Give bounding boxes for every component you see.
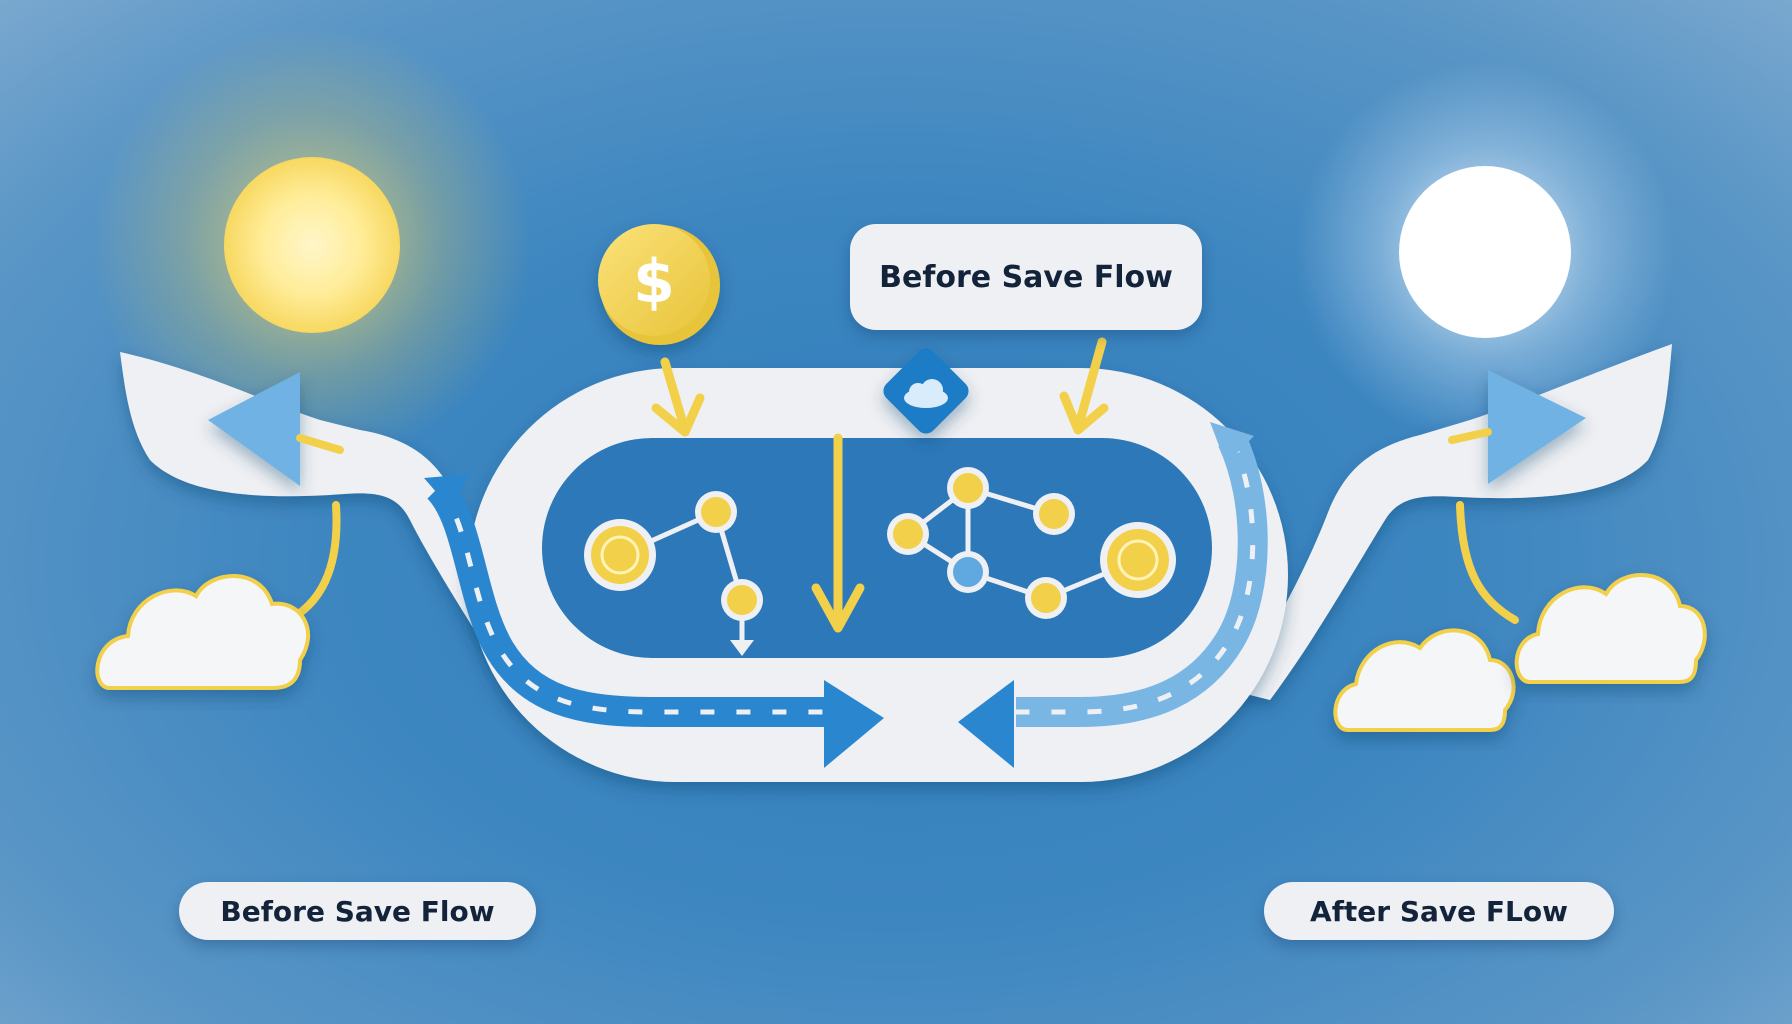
right-node-network — [887, 467, 1176, 619]
arrow-down-icon — [1059, 337, 1109, 435]
cloud-icon — [95, 574, 311, 690]
arrow-down-icon — [811, 433, 865, 633]
white-sun-icon — [1399, 166, 1571, 338]
warm-sun-icon — [224, 157, 400, 333]
coin-node-icon — [1033, 493, 1075, 535]
cloud-diamond-icon — [883, 348, 969, 434]
right-connector — [1448, 428, 1492, 444]
coin-node-icon — [1100, 522, 1176, 598]
right-play-icon — [1488, 370, 1586, 484]
before-save-flow-top-label: Before Save Flow — [850, 224, 1202, 330]
blue-flow-arrow-left — [424, 474, 884, 768]
cloud-icon — [1333, 628, 1516, 732]
dollar-coin-icon: $ — [598, 224, 720, 345]
left-yellow-wire — [281, 501, 341, 626]
left-connector — [296, 434, 344, 454]
left-play-icon — [208, 372, 300, 486]
blue-flow-arrow-right — [958, 422, 1268, 768]
cloud-icon — [1514, 573, 1707, 684]
arrow-down-icon — [651, 357, 705, 437]
coin-node-icon — [584, 519, 656, 591]
coin-node-icon — [695, 491, 737, 533]
right-yellow-wire — [1456, 501, 1519, 624]
before-save-flow-label: Before Save Flow — [179, 882, 536, 940]
blue-node-icon — [947, 551, 989, 593]
coin-node-icon — [721, 579, 763, 621]
coin-node-icon — [1025, 577, 1067, 619]
coin-node-icon — [887, 513, 929, 555]
coin-symbol: $ — [633, 247, 675, 317]
left-wing-path — [120, 352, 560, 700]
coin-node-icon — [947, 467, 989, 509]
after-save-flow-label: After Save FLow — [1264, 882, 1614, 940]
left-node-network — [584, 491, 763, 656]
